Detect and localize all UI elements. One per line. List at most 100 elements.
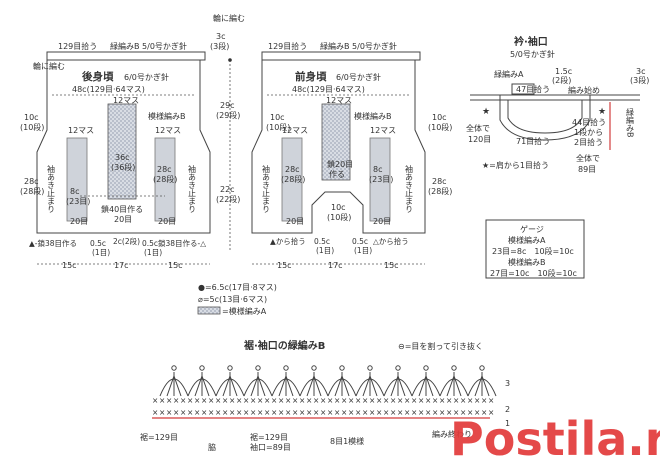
gauge-line1: 模様編みA [508,235,546,245]
back-width-label: 48c(129目·64マス) [72,85,145,94]
stitch-mark [395,365,401,371]
ring-knit-top-label: 輪に編む [213,13,245,23]
stitch-mark: × [152,408,158,417]
back-title: 後身頃 [81,70,114,83]
bottom-width-dimensions: 15c 17c 15c 15c 17c 15c [37,261,425,270]
back-pattern-b: 模様編みB [148,111,186,121]
front-from-pick-right: △から拾う [373,236,409,246]
front-left-small: 28c [285,165,300,174]
stitch-mark [451,365,457,371]
front-left-twenty: 20目 [286,217,304,226]
stitch-mark: × [439,408,445,417]
back-body-panel: 129目拾う 緑編みB 5/0号かぎ針 輪に編む 後身頃 6/0号かぎ針 48c… [20,41,211,257]
collar-pick71: 71目拾う [516,136,550,146]
stitch-mark: × [327,408,333,417]
stitch-mark: × [383,408,389,417]
stitch-mark: × [481,396,487,405]
stitch-mark: × [215,408,221,417]
stitch-mark: × [278,408,284,417]
stitch-mark: × [488,408,494,417]
back-chain-40: 鎖40目作る [101,204,143,214]
stitch-mark [278,374,294,397]
stitch-mark [171,365,177,371]
stitch-mark: × [173,408,179,417]
back-small-rows: (23目) [66,197,90,206]
width-15c-4: 15c [384,261,399,270]
star-icon: ★ [598,107,606,117]
back-masu-left: 12マス [68,126,94,135]
legend-pattern-a: =模様編みA [222,306,267,316]
stitch-mark [222,374,238,397]
stitch-mark: × [348,396,354,405]
neck-width-label: 3c [216,32,226,41]
stitch-mark: × [159,408,165,417]
back-hook-label: 6/0号かぎ針 [124,72,169,82]
stitch-mark: × [348,408,354,417]
stitch-mark: × [488,396,494,405]
star-icon: ★ [482,107,490,117]
front-sleeve-open-right: 袖あき止まり [405,164,414,213]
center-h29-rows: (29段) [216,110,240,120]
stitch-mark: × [446,396,452,405]
front-chain20: 鎖20目 [327,159,353,169]
edging-note: ⊖=目を割って引き抜く [398,341,483,351]
stitch-mark: × [474,396,480,405]
front-sleeve-open-left: 袖あき止まり [262,164,271,213]
collar-c15: 1.5c [555,67,572,76]
stitch-mark: × [264,396,270,405]
front-from-pick-left: ▲から拾う [270,236,306,246]
stitch-mark: × [299,396,305,405]
stitch-mark: × [201,408,207,417]
stitch-mark: × [334,408,340,417]
edging-mid-count2: 袖口=89目 [250,442,291,452]
stitch-mark [390,374,406,397]
stitch-mark: × [418,396,424,405]
collar-total120: 全体で [466,123,490,133]
stitch-mark [227,365,233,371]
stitch-mark [423,365,429,371]
stitch-mark: × [481,408,487,417]
stitch-mark: × [355,408,361,417]
stitch-mark [418,374,434,397]
front-right-h-rows: (10段) [428,122,452,132]
stitch-mark: × [383,396,389,405]
stitch-mark: × [187,408,193,417]
front-width-label: 48c(129目·64マス) [292,85,365,94]
stitch-mark: × [425,408,431,417]
edging-row2: 2 [505,405,510,414]
stitch-mark: × [397,408,403,417]
front-body-panel: 129目拾う 緑編みB 5/0号かぎ針 前身頃 6/0号かぎ針 48c(129目… [251,41,452,255]
stitch-mark: × [334,396,340,405]
stitch-mark: × [306,408,312,417]
back-right-rows: (28段) [153,174,177,184]
front-title: 前身頃 [295,70,327,83]
collar-total120b: 120目 [468,135,491,144]
width-15c-3: 15c [277,261,292,270]
stitch-mark: × [474,408,480,417]
edging-title: 裾·袖口の緑編みB [244,339,325,352]
center-h29: 29c [220,101,235,110]
front-masu-left: 12マス [282,126,308,135]
stitch-mark: × [271,396,277,405]
stitch-mark [250,374,266,397]
back-sleeve-open-left: 袖あき止まり [47,164,56,213]
stitch-mark: × [271,408,277,417]
stitch-mark: × [243,408,249,417]
stitch-mark [474,374,490,397]
stitch-mark: × [376,396,382,405]
collar-pick44c: 2目拾う [574,137,603,147]
stitch-mark: × [208,396,214,405]
stitch-mark: × [243,396,249,405]
stitch-mark [334,374,350,397]
front-left-h-rows: (10段) [266,122,290,132]
stitch-mark: × [369,408,375,417]
stitch-mark [362,374,378,397]
back-left-height-rows: (10段) [20,122,44,132]
front-right-body: 28c [432,177,447,186]
back-center-rows: (36段) [111,162,135,172]
stitch-mark: × [173,396,179,405]
back-two-c: 2c(2段) [113,236,140,246]
stitch-mark: × [432,396,438,405]
collar-top-right: 3c [636,67,646,76]
